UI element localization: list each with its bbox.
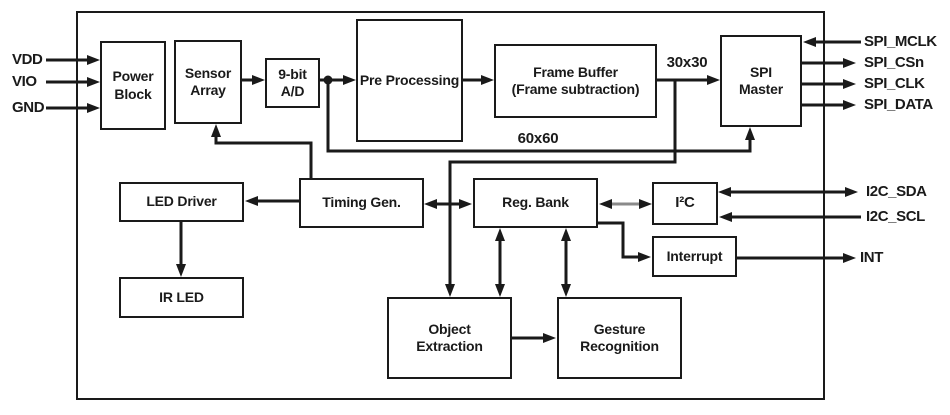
pin-label-vdd: VDD <box>12 51 43 68</box>
edge-adc-to-spi-60x60 <box>326 80 755 153</box>
edge-regbank-object-extraction <box>495 228 505 297</box>
pin-label-spi-clk: SPI_CLK <box>864 75 925 92</box>
edge-adc-to-preprocessing <box>319 75 356 85</box>
block-ir-led: IR LED <box>119 277 244 318</box>
edge-int <box>737 253 856 263</box>
edge-framebuffer-branch-to-object-extraction <box>445 80 677 297</box>
block-object-extraction: Object Extraction <box>387 297 512 379</box>
edge-i2c-scl <box>719 212 861 222</box>
pin-label-i2c-sda: I2C_SDA <box>866 183 927 200</box>
edge-led-driver-to-ir-led <box>176 222 186 277</box>
edge-regbank-i2c <box>599 199 652 209</box>
edge-spi-mclk <box>803 37 861 47</box>
edge-spi-clk <box>802 79 856 89</box>
chip-boundary <box>76 11 825 400</box>
edge-sensor-to-adc <box>242 75 265 85</box>
edge-timinggen-to-sensor-array <box>211 124 313 178</box>
pin-label-vio: VIO <box>12 73 37 90</box>
pin-label-spi-data: SPI_DATA <box>864 96 933 113</box>
pin-label-gnd: GND <box>12 99 45 116</box>
block-adc: 9-bit A/D <box>265 58 320 108</box>
block-frame-buffer: Frame Buffer (Frame subtraction) <box>494 44 657 118</box>
edge-spi-data <box>802 100 856 110</box>
edge-timinggen-regbank <box>424 199 472 209</box>
edge-timinggen-to-led-driver <box>245 196 299 206</box>
pin-label-spi-mclk: SPI_MCLK <box>864 33 937 50</box>
block-i2c: I²C <box>652 182 718 225</box>
block-interrupt: Interrupt <box>652 236 737 277</box>
block-led-driver: LED Driver <box>119 182 244 222</box>
edge-label-60x60: 60x60 <box>517 130 559 147</box>
pin-label-int: INT <box>860 249 883 266</box>
edge-object-to-gesture <box>512 333 556 343</box>
edge-vio <box>46 77 100 87</box>
block-gesture-recognition: Gesture Recognition <box>557 297 682 379</box>
pin-label-i2c-scl: I2C_SCL <box>866 208 925 225</box>
block-timing-gen: Timing Gen. <box>299 178 424 228</box>
edge-regbank-gesture-recognition <box>561 228 571 297</box>
edge-regbank-to-interrupt <box>598 221 651 262</box>
edge-vdd <box>46 55 100 65</box>
pin-label-spi-csn: SPI_CSn <box>864 54 924 71</box>
edge-spi-csn <box>802 58 856 68</box>
edge-preprocessing-to-framebuffer <box>463 75 494 85</box>
block-pre-processing: Pre Processing <box>356 19 463 142</box>
edge-framebuffer-to-spi <box>657 75 720 85</box>
block-power: Power Block <box>100 41 166 130</box>
block-reg-bank: Reg. Bank <box>473 178 598 228</box>
block-sensor-array: Sensor Array <box>174 40 242 124</box>
edge-label-30x30: 30x30 <box>666 54 708 71</box>
block-spi-master: SPI Master <box>720 35 802 127</box>
edge-i2c-sda <box>718 187 858 197</box>
edge-gnd <box>46 103 100 113</box>
